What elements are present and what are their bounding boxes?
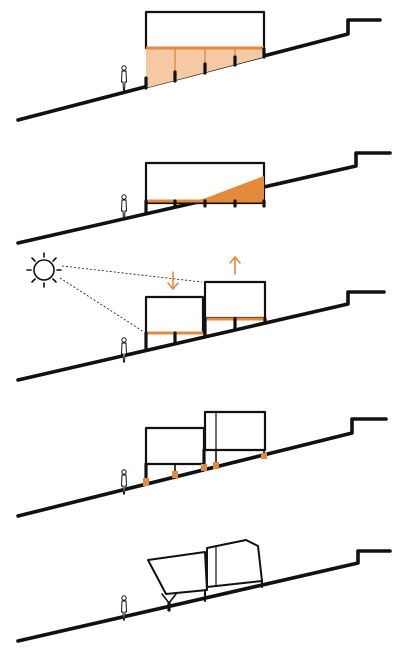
sunlight-lines bbox=[59, 265, 203, 333]
human-figure-icon bbox=[120, 194, 128, 220]
footings bbox=[144, 199, 266, 214]
terrain-line bbox=[16, 549, 392, 643]
lower-volume bbox=[144, 295, 205, 335]
lower-volume bbox=[144, 426, 206, 466]
up-arrow-icon bbox=[229, 255, 241, 275]
down-arrow-icon bbox=[167, 271, 179, 291]
footings bbox=[144, 47, 266, 90]
human-figure-icon bbox=[120, 469, 128, 495]
upper-volume bbox=[203, 280, 267, 320]
human-figure-icon bbox=[120, 65, 128, 91]
building-volume bbox=[144, 10, 266, 50]
left-volume-edge bbox=[147, 559, 167, 595]
stilts bbox=[204, 580, 263, 602]
v-support bbox=[161, 593, 177, 612]
terrain-line bbox=[16, 290, 386, 382]
right-tilted-volume bbox=[206, 539, 263, 588]
upper-volume bbox=[203, 410, 267, 452]
human-figure-icon bbox=[120, 595, 128, 621]
panel-5-tilted-volumes bbox=[16, 539, 392, 643]
terrain-line bbox=[16, 417, 388, 518]
sun-icon bbox=[26, 252, 62, 288]
panel-2-sloped-floor bbox=[16, 151, 392, 245]
footings bbox=[144, 317, 267, 352]
left-tilted-volume bbox=[147, 551, 208, 595]
footing-pads bbox=[143, 453, 267, 486]
panel-4-stepped-volumes bbox=[16, 410, 388, 518]
panel-1-single-volume-platform bbox=[16, 10, 382, 122]
terrain-line bbox=[16, 151, 392, 245]
sloped-floor-wedge bbox=[198, 176, 264, 201]
panel-3-split-volumes-sunlight bbox=[16, 252, 386, 382]
human-figure-icon bbox=[120, 337, 128, 363]
